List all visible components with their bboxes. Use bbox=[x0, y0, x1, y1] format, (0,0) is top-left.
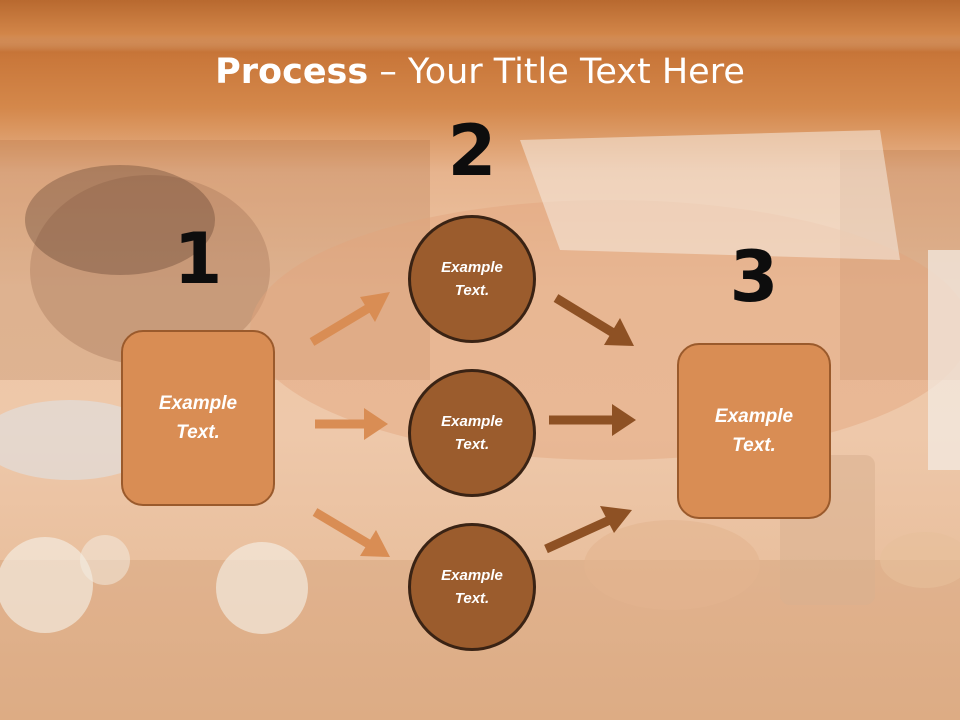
arrow-right-middle bbox=[549, 404, 636, 436]
title-rest: – Your Title Text Here bbox=[368, 52, 745, 92]
title-bold: Process bbox=[215, 52, 369, 92]
slide-title: Process – Your Title Text Here bbox=[0, 52, 960, 92]
arrow-right-bottom bbox=[544, 506, 632, 554]
step-box-1-text: Example Text. bbox=[158, 393, 238, 443]
process-circle-middle[interactable]: Example Text. bbox=[408, 369, 536, 497]
step-number-3: 3 bbox=[729, 236, 779, 318]
process-circle-top[interactable]: Example Text. bbox=[408, 215, 536, 343]
step-box-3-text: Example Text. bbox=[714, 406, 794, 456]
process-circle-bottom[interactable]: Example Text. bbox=[408, 523, 536, 651]
arrow-left-bottom bbox=[312, 508, 390, 557]
circle-top-text: Example Text. bbox=[441, 259, 503, 299]
step-number-2: 2 bbox=[447, 110, 497, 192]
arrow-right-top bbox=[553, 294, 634, 346]
step-number-1: 1 bbox=[173, 218, 223, 300]
arrow-left-top bbox=[309, 292, 390, 346]
circle-middle-text: Example Text. bbox=[441, 413, 503, 453]
arrow-left-middle bbox=[315, 408, 388, 440]
step-box-3[interactable]: Example Text. bbox=[677, 343, 831, 519]
step-box-1[interactable]: Example Text. bbox=[121, 330, 275, 506]
circle-bottom-text: Example Text. bbox=[441, 567, 503, 607]
